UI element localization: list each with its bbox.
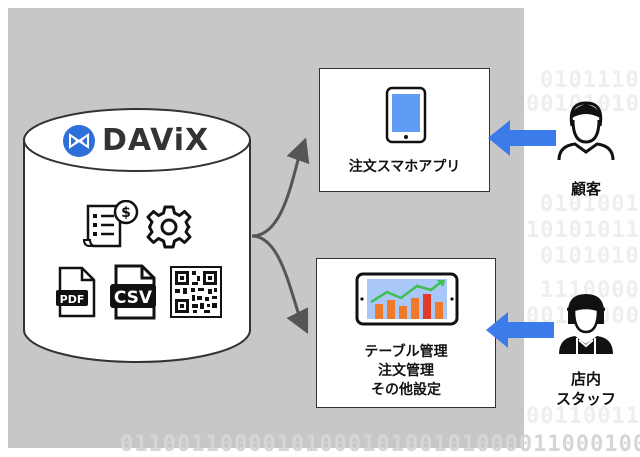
svg-text:$: $: [121, 205, 131, 221]
customer-app-label: 注文スマホアプリ: [348, 159, 461, 175]
pdf-label: PDF: [60, 293, 85, 306]
csv-file-icon: CSV: [110, 264, 156, 320]
binary-pattern-decoration: 10101011: [526, 218, 640, 243]
pdf-file-icon: PDF: [56, 266, 96, 318]
smartphone-icon: [385, 86, 427, 144]
binary-pattern-decoration: 00110011: [526, 404, 640, 429]
qr-code-icon: [170, 266, 222, 318]
tablet-chart-icon: [355, 272, 459, 326]
store-system-line-2: 注文管理: [378, 363, 434, 379]
store-system-line-1: テーブル管理: [364, 344, 448, 360]
davix-logo-text: DAViX: [102, 123, 210, 158]
staff-label-line-2: スタッフ: [555, 390, 616, 408]
receipt-dollar-icon: $: [82, 200, 139, 248]
blue-arrow-left-icon: [488, 120, 556, 156]
customer-person-icon: [557, 101, 615, 161]
gear-icon: [146, 205, 192, 249]
staff-label-line-1: 店内: [570, 370, 601, 388]
binary-pattern-decoration: 0101001: [540, 192, 640, 217]
binary-pattern-decoration: 0101010: [540, 244, 640, 269]
customer-label: 顧客: [570, 180, 601, 198]
csv-label: CSV: [114, 288, 153, 308]
binary-pattern-decoration: 01100110000101000101001010000110001001: [120, 432, 640, 457]
davix-logo-icon: [63, 125, 95, 157]
staff-person-icon: [559, 294, 613, 354]
binary-pattern-decoration: 0101110: [540, 68, 640, 93]
store-system-line-3: その他設定: [371, 382, 441, 398]
blue-arrow-left-icon: [486, 312, 554, 348]
